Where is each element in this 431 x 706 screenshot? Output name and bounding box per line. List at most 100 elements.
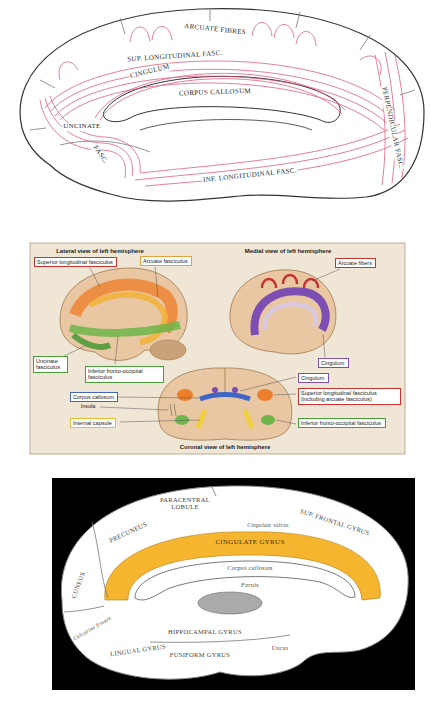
- coronal-brain: [261, 415, 275, 425]
- gyrus-label: PARACENTRAL LOBULE: [160, 496, 210, 510]
- sulcus-line: [64, 606, 104, 612]
- fibre-label-box: Uncinate fasciculus: [33, 356, 68, 373]
- fibre-label-box: Inferior fronto-occipital fasciculus: [85, 366, 164, 383]
- leader-line: [240, 377, 296, 391]
- structure-label: Fornix: [241, 582, 259, 589]
- box-label: Superior longitudinal fasciculus: [37, 259, 113, 265]
- lateral-brain: [150, 340, 186, 360]
- box-label: Inferior fronto-occipital fasciculus: [301, 420, 381, 426]
- figure-panel: [52, 478, 415, 690]
- coronal-brain: [225, 368, 226, 392]
- gyrus-label: SUP. FRONTAL GYRUS: [299, 507, 370, 536]
- lateral-brain: [60, 268, 187, 360]
- sulcus-label: Calcarine fissure: [72, 615, 112, 642]
- leader-line: [100, 407, 168, 410]
- fibre-label-box: Superior longitudinal fasciculus (includ…: [298, 388, 401, 405]
- sulcus-line: [150, 635, 290, 642]
- corpus-callosum: [140, 120, 312, 131]
- leader-line: [323, 334, 325, 357]
- association-fibre: [45, 61, 395, 110]
- box-label: Cingulum: [301, 375, 324, 381]
- leader-line: [90, 268, 100, 287]
- sulcus-line: [210, 10, 211, 21]
- leader-line: [274, 394, 296, 395]
- medial-surface: [61, 486, 408, 679]
- coronal-brain: [177, 389, 193, 401]
- gyrus-label: HIPPOCAMPAL GYRUS: [168, 628, 242, 635]
- association-fibre: [59, 62, 78, 80]
- association-fibre: [145, 138, 408, 186]
- box-label: Arcuate fibers: [338, 260, 372, 266]
- coronal-brain: [170, 404, 176, 416]
- structure-label: Uncus: [272, 645, 289, 652]
- gyrus-label: LINGUAL GYRUS: [110, 643, 167, 658]
- fibre-label: FASC.: [90, 144, 109, 167]
- medial-brain: [230, 270, 336, 354]
- fibre-label-box: Cingulum: [298, 373, 329, 383]
- figure-panel: [30, 243, 405, 454]
- association-fibre: [100, 79, 342, 120]
- association-fibre: [40, 23, 408, 187]
- fibre-label: CINGULUM: [129, 63, 172, 81]
- view-heading: Lateral view of left hemisphere: [56, 248, 144, 255]
- view-heading: Medial view of left hemisphere: [245, 248, 332, 255]
- coronal-brain: [200, 395, 250, 400]
- medial-brain: [265, 304, 316, 330]
- leader-line: [115, 336, 118, 364]
- fibre-label: PERPENDICULAR FASC.: [379, 85, 404, 170]
- leader-line: [312, 269, 340, 281]
- association-fibre: [252, 23, 272, 37]
- medial-brain: [283, 275, 297, 284]
- medial-brain: [262, 279, 276, 288]
- structure-label: Insula: [81, 403, 96, 409]
- association-fibre: [375, 55, 385, 185]
- sulcus-line: [296, 12, 300, 28]
- association-fibre: [152, 27, 172, 41]
- sulcus-line: [30, 10, 415, 152]
- association-fibre: [360, 56, 381, 75]
- box-label: Internal capsule: [73, 420, 112, 426]
- gyrus-label: CINGULATE GYRUS: [215, 539, 284, 547]
- medial-brain: [254, 291, 325, 335]
- view-heading: Coronal view of left hemisphere: [180, 444, 271, 451]
- corpus-callosum: [135, 561, 355, 614]
- lateral-brain: [73, 335, 110, 347]
- gyrus-label: CUNEUS: [70, 571, 86, 600]
- fibre-label-box: Internal capsule: [70, 418, 116, 428]
- leader-line: [276, 420, 296, 424]
- box-label: Cingulum: [321, 360, 344, 366]
- leader-line: [120, 420, 200, 422]
- association-fibre: [50, 96, 140, 172]
- box-label: Arcuate fasciculus: [143, 258, 188, 264]
- box-label: Superior longitudinal fasciculus (includ…: [301, 390, 397, 403]
- coronal-brain: [212, 387, 218, 393]
- association-fibre: [60, 83, 384, 130]
- figure-panel: [30, 243, 405, 454]
- coronal-brain: [257, 389, 273, 401]
- corpus-callosum: [103, 76, 340, 130]
- fibre-label: SUP. LONGITUDINAL FASC.: [126, 50, 224, 64]
- box-label: Corpus callosum: [73, 394, 114, 400]
- lateral-brain: [70, 325, 180, 333]
- association-fibre: [45, 98, 133, 176]
- structure-label: CORPUS CALLOSUM: [178, 88, 252, 98]
- figure-panel: [52, 478, 415, 690]
- fibre-label-box: Corpus callosum: [70, 392, 118, 402]
- fibre-label-box: Cingulum: [318, 358, 349, 368]
- medial-surface: [61, 486, 408, 679]
- cingulate-gyrus: [105, 532, 381, 600]
- coronal-brain: [158, 368, 292, 440]
- fibre-label: UNCINATE: [62, 123, 101, 131]
- association-fibre: [40, 100, 126, 178]
- coronal-brain: [158, 368, 292, 440]
- fibre-label: ARCUATE FIBRES: [183, 23, 247, 37]
- brain-outline: [20, 9, 424, 202]
- corpus-callosum: [198, 592, 262, 614]
- coronal-brain: [198, 410, 205, 428]
- sulcus-line: [360, 35, 370, 50]
- association-fibre: [296, 31, 316, 46]
- sulcus-line: [120, 18, 125, 34]
- fibre-label-box: Superior longitudinal fasciculus: [34, 257, 117, 267]
- coronal-brain: [175, 415, 189, 425]
